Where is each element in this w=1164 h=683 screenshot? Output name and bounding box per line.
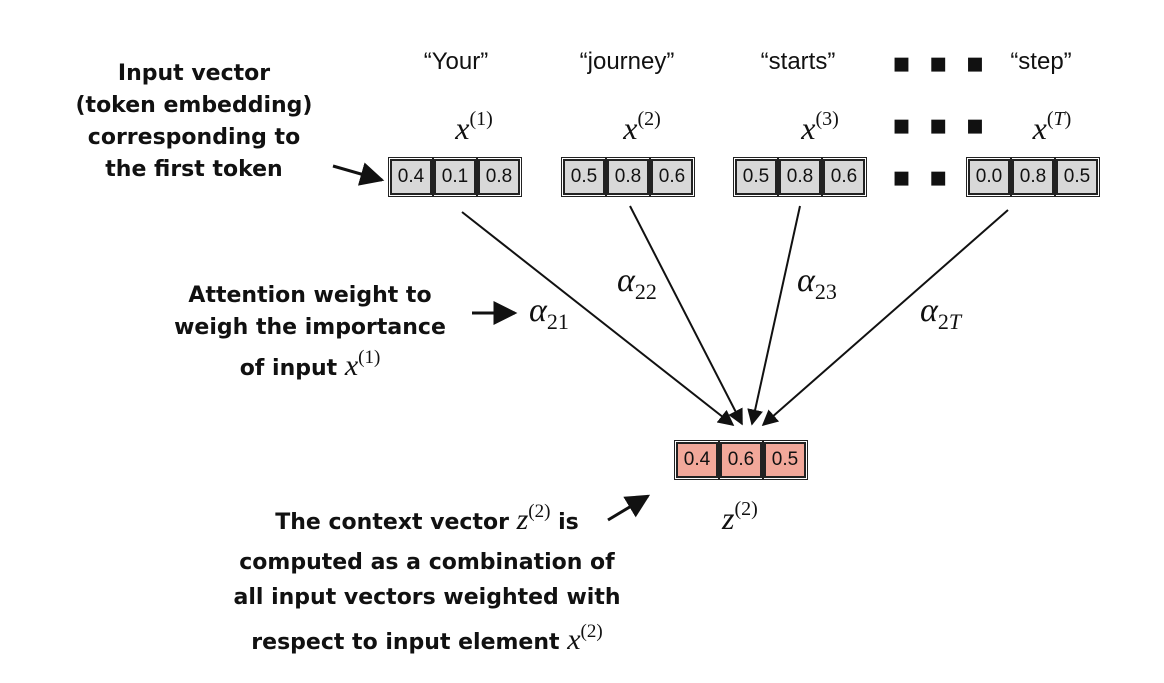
vector-cell: 0.8	[1010, 157, 1056, 197]
vector-cell: 0.6	[821, 157, 867, 197]
attention-label-22: α22	[617, 262, 657, 304]
pointer-arrow-context	[607, 494, 651, 522]
input-label-x3: x(3)	[801, 108, 839, 146]
input-vector-1: 0.4 0.1 0.8	[388, 157, 522, 197]
attention-arrow-T	[761, 209, 1009, 427]
input-label-x2: x(2)	[623, 108, 661, 146]
attention-arrow-3	[747, 205, 801, 426]
vector-cell: 0.6	[649, 157, 695, 197]
token-your: “Your”	[423, 48, 489, 75]
attention-arrow-2	[629, 205, 743, 426]
attention-label-2T: α2T	[920, 292, 962, 334]
label-ellipsis: ▪ ▪ ▪	[892, 108, 989, 141]
input-label-xT: x(T)	[1032, 108, 1072, 146]
attention-label-23: α23	[797, 262, 837, 304]
vector-cell: 0.8	[777, 157, 823, 197]
vector-cell: 0.5	[733, 157, 779, 197]
note-attention-weight: Attention weight to weigh the importance…	[174, 283, 446, 382]
input-vector-T: 0.0 0.8 0.5	[966, 157, 1100, 197]
vector-cell: 0.5	[1054, 157, 1100, 197]
attention-arrow-1	[461, 211, 735, 426]
vector-cell: 0.5	[762, 440, 808, 480]
vector-cell: 0.0	[966, 157, 1012, 197]
vector-cell: 0.4	[388, 157, 434, 197]
vector-cell: 0.1	[432, 157, 478, 197]
input-label-x1: x(1)	[455, 108, 493, 146]
vector-cell: 0.6	[718, 440, 764, 480]
context-vector: 0.4 0.6 0.5	[674, 440, 808, 480]
vector-cell: 0.8	[605, 157, 651, 197]
input-vector-3: 0.5 0.8 0.6	[733, 157, 867, 197]
token-ellipsis: ▪ ▪ ▪	[892, 46, 989, 79]
context-label-z2: z(2)	[722, 498, 758, 536]
token-step: “step”	[1010, 48, 1072, 75]
pointer-arrow-input	[332, 162, 385, 186]
input-vector-2: 0.5 0.8 0.6	[561, 157, 695, 197]
attention-label-21: α21	[529, 292, 569, 334]
token-starts: “starts”	[760, 48, 836, 75]
note-input-vector: Input vector (token embedding) correspon…	[75, 61, 313, 182]
token-journey: “journey”	[579, 48, 675, 75]
vector-cell: 0.5	[561, 157, 607, 197]
vector-cell: 0.4	[674, 440, 720, 480]
note-context-vector: The context vector z(2) is computed as a…	[233, 501, 621, 656]
vector-cell: 0.8	[476, 157, 522, 197]
